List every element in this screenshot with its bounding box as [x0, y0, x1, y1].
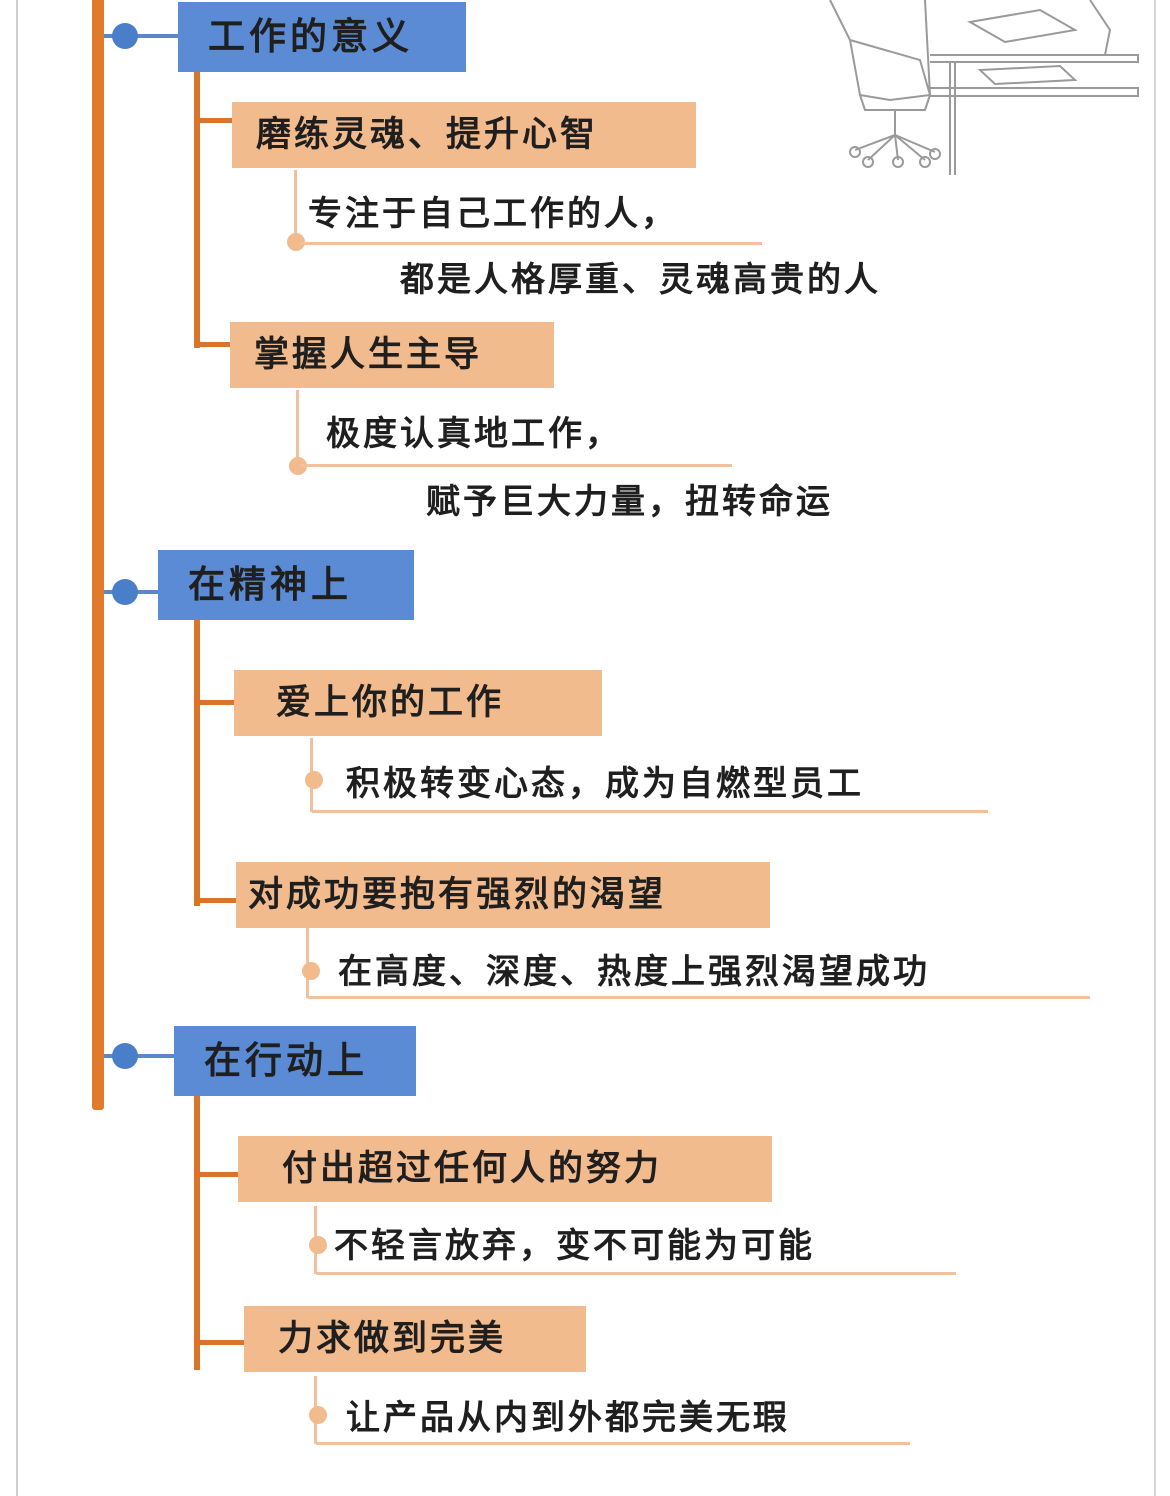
detail-text: 专注于自己工作的人，: [308, 192, 678, 236]
detail-dot: [305, 771, 323, 789]
detail-underline: [316, 1442, 910, 1445]
branch-line: [194, 1096, 200, 1370]
detail-text: 都是人格厚重、灵魂高贵的人: [400, 258, 881, 302]
branch-connector: [194, 700, 236, 705]
branch-connector: [194, 118, 234, 123]
topic-love-your-work: 爱上你的工作: [234, 670, 602, 736]
right-frame-border: [1154, 0, 1156, 1496]
topic-refine-soul: 磨练灵魂、提升心智: [232, 102, 696, 168]
branch-line: [194, 72, 200, 348]
detail-dot: [302, 962, 320, 980]
branch-line: [194, 620, 200, 906]
section-title-in-action: 在行动上: [174, 1026, 416, 1096]
office-desk-chair-icon: [820, 0, 1150, 180]
detail-underline: [308, 996, 1090, 999]
branch-connector: [194, 1340, 246, 1345]
branch-connector: [194, 898, 238, 903]
topic-greatest-effort: 付出超过任何人的努力: [238, 1136, 772, 1202]
section-title-meaning-of-work: 工作的意义: [178, 2, 466, 72]
section-node-dot: [112, 23, 138, 49]
topic-desire-for-success: 对成功要抱有强烈的渴望: [236, 862, 770, 928]
mindmap-trunk: [92, 0, 104, 1110]
detail-text: 在高度、深度、热度上强烈渴望成功: [338, 950, 930, 994]
topic-strive-for-perfection: 力求做到完美: [244, 1306, 586, 1372]
section-node-dot: [112, 579, 138, 605]
detail-line: [294, 170, 297, 242]
topic-master-life: 掌握人生主导: [230, 322, 554, 388]
detail-underline: [312, 810, 988, 813]
detail-text: 赋予巨大力量，扭转命运: [426, 480, 833, 524]
detail-text: 极度认真地工作，: [326, 412, 622, 456]
section-node-dot: [112, 1043, 138, 1069]
detail-dot: [309, 1406, 327, 1424]
detail-text: 让产品从内到外都完美无瑕: [346, 1396, 790, 1440]
section-title-spiritually: 在精神上: [158, 550, 414, 620]
detail-underline: [300, 464, 732, 467]
detail-underline: [300, 242, 762, 245]
detail-text: 积极转变心态，成为自燃型员工: [346, 762, 864, 806]
detail-dot: [309, 1236, 327, 1254]
detail-text: 不轻言放弃，变不可能为可能: [334, 1224, 815, 1268]
detail-line: [296, 390, 299, 464]
left-frame-border: [16, 0, 18, 1496]
branch-connector: [194, 1172, 240, 1177]
branch-connector: [194, 342, 234, 347]
detail-underline: [316, 1272, 956, 1275]
